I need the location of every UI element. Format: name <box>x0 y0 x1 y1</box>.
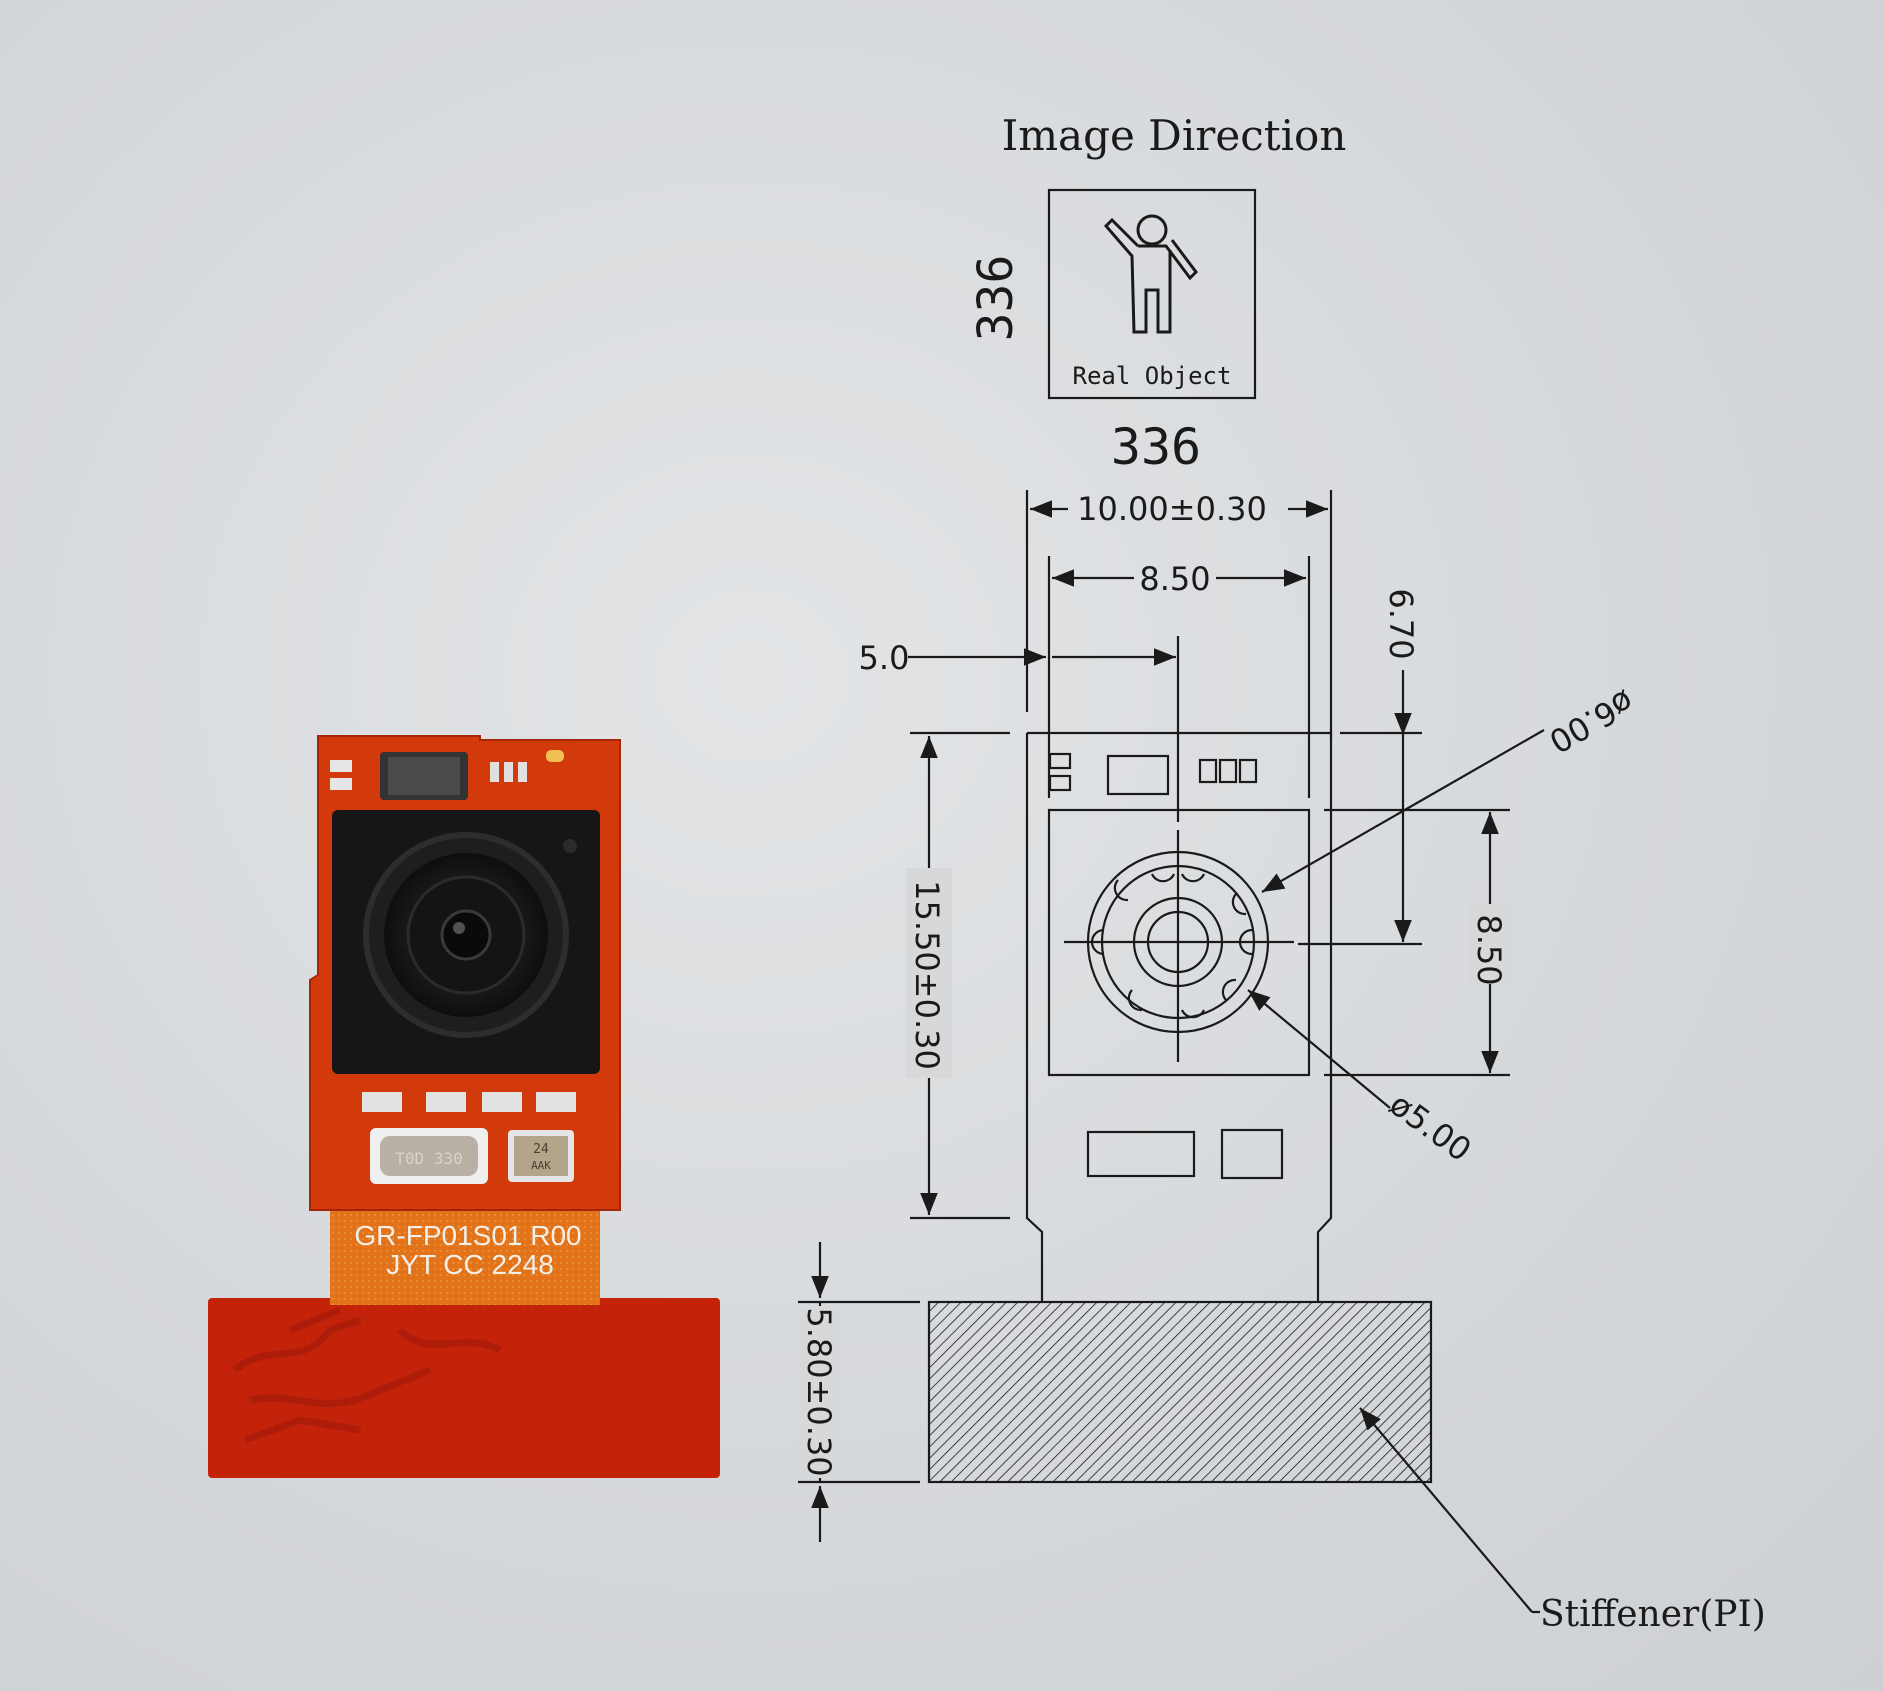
dim-board-height: 15.50±0.30 <box>908 880 946 1070</box>
dim-module-height: 8.50 <box>1470 914 1508 985</box>
resolution-height: 336 <box>968 255 1024 342</box>
lens-module-square <box>1047 808 1311 1077</box>
dim-lens-inner-diameter: ø5.00 <box>1383 1085 1479 1169</box>
component-label-2: AAK <box>531 1159 551 1172</box>
dim-total-width: 10.00±0.30 <box>1077 490 1267 528</box>
image-direction-box <box>1047 188 1257 400</box>
dim-lens-outer-diameter: ø6.00 <box>1543 682 1641 760</box>
dim-module-width: 8.50 <box>1139 560 1210 598</box>
pcb-marking-line1: GR-FP01S01 R00 <box>354 1220 581 1251</box>
drawing-title: Image Direction <box>1002 111 1347 160</box>
technical-drawing: Image Direction Real Object 336 336 10.0… <box>798 111 1766 1635</box>
board-outline <box>1025 731 1333 1302</box>
pcb-marking-line2: JYT CC 2248 <box>386 1249 554 1280</box>
dim-stiffener-height: 5.80±0.30 <box>800 1307 838 1476</box>
stiffener-drawing <box>927 1300 1433 1484</box>
camera-module-photo: T0D 330 24 AAK GR-FP01S01 R00 JYT CC 224… <box>208 735 720 1478</box>
component-label-1: 24 <box>533 1142 549 1157</box>
real-object-caption: Real Object <box>1073 362 1232 390</box>
person-waving-icon <box>1103 214 1198 334</box>
dim-lens-center-vertical: 6.70 <box>1382 588 1420 659</box>
lens-glass <box>440 909 492 961</box>
stiffener-label: Stiffener(PI) <box>1540 1594 1766 1635</box>
dim-lens-offset: 5.0 <box>859 639 910 677</box>
stiffener-traces <box>232 1306 502 1444</box>
crystal-label: T0D 330 <box>395 1149 462 1168</box>
resolution-width: 336 <box>1111 418 1201 476</box>
lens-outline <box>1064 830 1294 1062</box>
